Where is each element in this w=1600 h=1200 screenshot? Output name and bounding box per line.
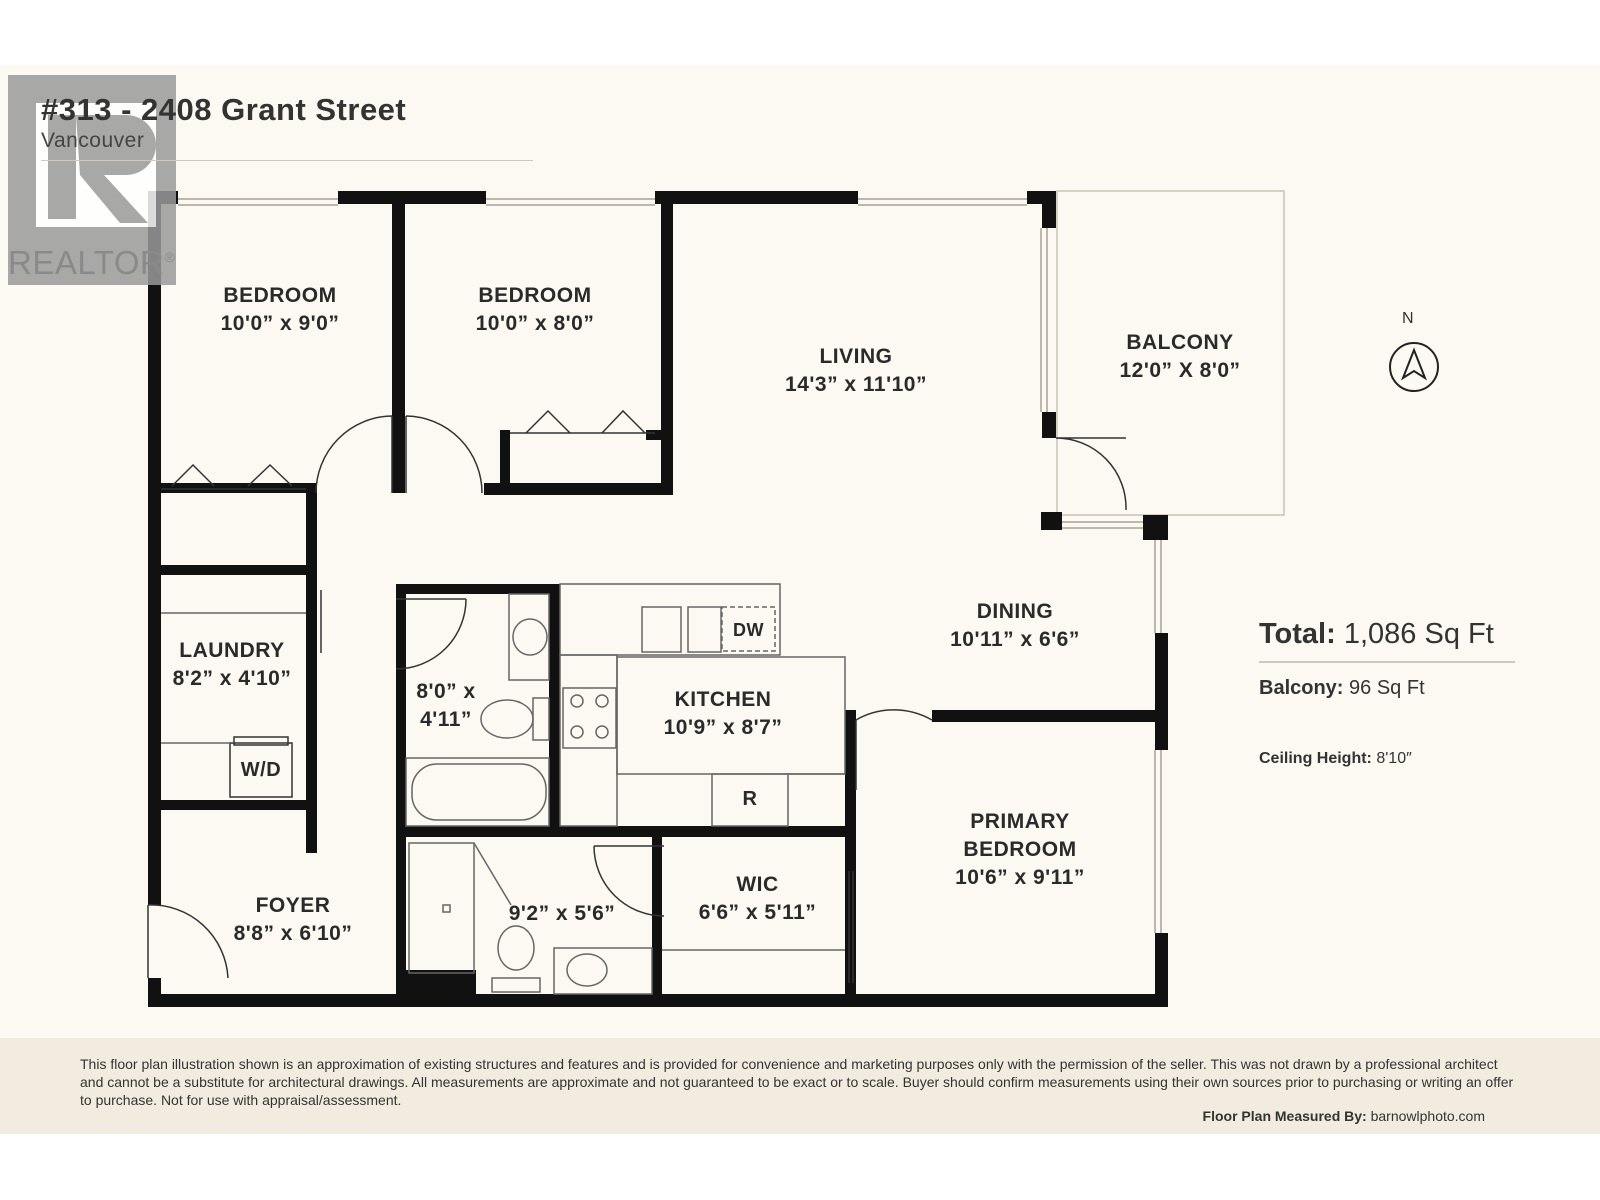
- total-area: Total: 1,086 Sq Ft: [1259, 618, 1494, 650]
- fridge-label: R: [742, 788, 758, 810]
- disclaimer-text: This floor plan illustration shown is an…: [80, 1056, 1514, 1108]
- plan-background: [0, 65, 1600, 1038]
- door-swings: [147, 415, 1127, 983]
- page-subtitle: Vancouver: [41, 129, 145, 152]
- measured-by-credit: Floor Plan Measured By: barnowlphoto.com: [1202, 1108, 1485, 1124]
- title-divider: [41, 160, 533, 161]
- ceiling-height: Ceiling Height: 8'10″: [1259, 750, 1412, 767]
- fixtures: [161, 583, 846, 995]
- page-title: #313 - 2408 Grant Street: [41, 92, 407, 127]
- closet-doors: [161, 409, 655, 490]
- footer-band: [0, 1038, 1600, 1134]
- dishwasher-label: DW: [733, 620, 764, 640]
- realtor-logo-text: REALTOR®: [8, 244, 176, 281]
- total-divider: [1259, 661, 1515, 663]
- realtor-logo-icon: [8, 75, 176, 285]
- washer-dryer-label: W/D: [240, 759, 282, 781]
- compass-icon: [1389, 342, 1439, 392]
- room-label-bathroom-2: 9'2” x 5'6”: [508, 902, 616, 925]
- compass-north-label: N: [1402, 310, 1414, 327]
- balcony-area: Balcony: 96 Sq Ft: [1259, 677, 1425, 699]
- windows: [178, 198, 1162, 933]
- balcony-outline: [1056, 190, 1285, 516]
